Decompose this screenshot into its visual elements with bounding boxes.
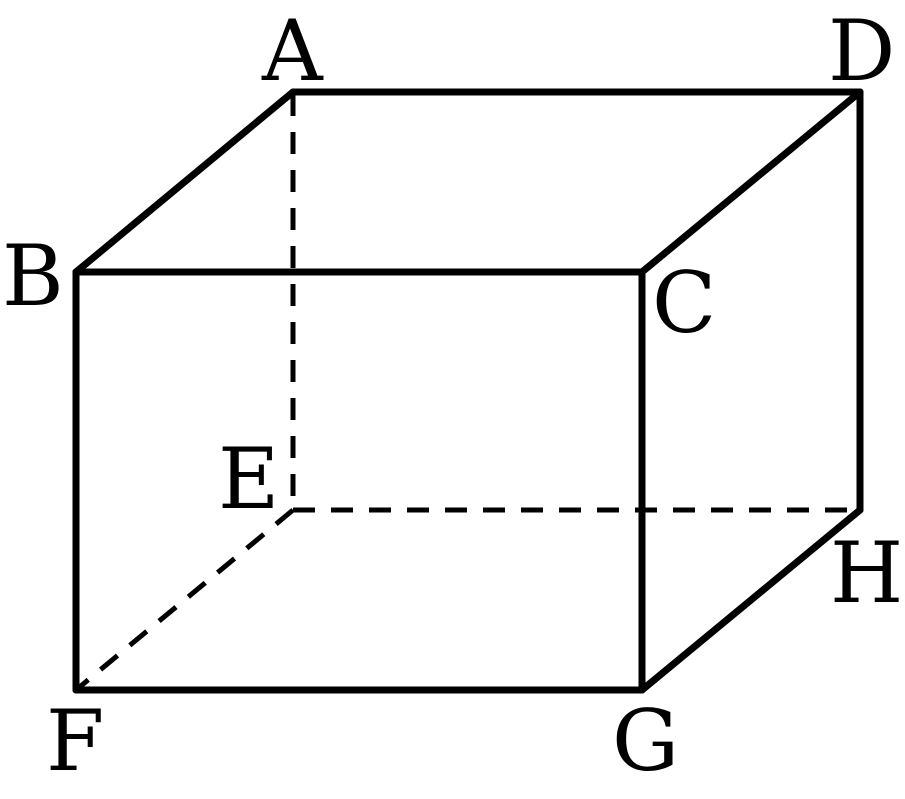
- label-vertex-d: D: [828, 2, 895, 100]
- edge-EF: [74, 508, 295, 692]
- label-vertex-h: H: [830, 524, 903, 622]
- edge-GH: [638, 506, 864, 694]
- label-vertex-g: G: [612, 692, 679, 790]
- visible-edges: [72, 88, 864, 694]
- edge-AB: [72, 88, 297, 276]
- label-vertex-f: F: [46, 692, 104, 790]
- label-vertex-c: C: [652, 254, 716, 352]
- label-vertex-b: B: [2, 227, 64, 325]
- label-vertex-e: E: [218, 430, 279, 528]
- label-vertex-a: A: [261, 2, 324, 100]
- hidden-edges: [74, 94, 860, 692]
- edge-DC: [638, 88, 864, 276]
